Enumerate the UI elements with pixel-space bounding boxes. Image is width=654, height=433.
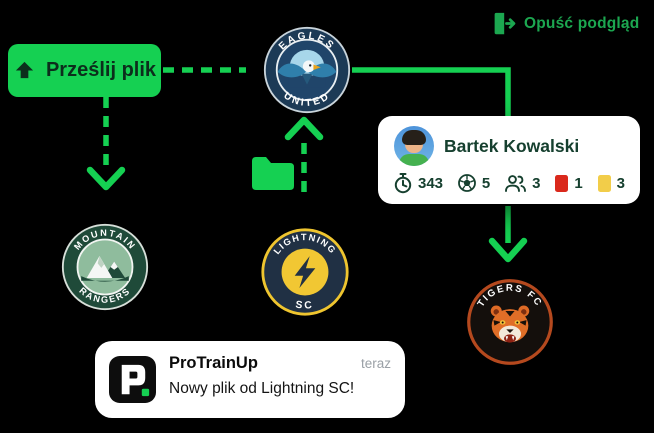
mountain-right-snowcap <box>110 261 118 270</box>
protrainup-app-icon <box>109 356 156 403</box>
mountain-rangers-badge: MOUNTAIN RANGERS <box>61 223 149 311</box>
player-stats-row: 343 5 <box>378 172 640 194</box>
stat-yellow-cards-value: 3 <box>616 174 625 192</box>
notification-timestamp: teraz <box>360 356 391 371</box>
arrowhead-down-left <box>86 166 126 191</box>
stat-red-cards-value: 1 <box>574 174 583 192</box>
eagle-eye <box>309 64 312 67</box>
notification-app-name: ProTrainUp <box>169 354 258 372</box>
player-avatar <box>394 126 434 166</box>
eagles-united-badge: EAGLES UNITED <box>263 26 351 114</box>
arrow-eagles-to-card <box>352 67 511 120</box>
stat-red-cards: 1 <box>554 174 583 193</box>
eagle-head <box>302 60 315 73</box>
stat-yellow-cards: 3 <box>597 174 625 193</box>
notification-toast[interactable]: ProTrainUp teraz Nowy plik od Lightning … <box>95 341 405 418</box>
lightning-bolt <box>294 256 316 288</box>
red-card-icon <box>555 174 569 192</box>
stat-goals: 5 <box>457 173 490 193</box>
leave-preview-label: Opuść podgląd <box>524 14 640 32</box>
player-name: Bartek Kowalski <box>444 136 580 156</box>
exit-door-icon <box>494 12 516 35</box>
stat-minutes: 343 <box>393 172 443 194</box>
players-icon <box>505 175 527 192</box>
soccer-ball-icon <box>458 174 476 192</box>
eagle-beak <box>313 64 321 70</box>
folder-icon <box>252 157 294 190</box>
tiger-nose <box>506 329 514 333</box>
lightning-sc-badge: LIGHTNING SC <box>261 228 349 316</box>
upload-file-label: Prześlij plik <box>45 59 157 81</box>
leave-preview-link[interactable]: Opuść podgląd <box>489 10 639 37</box>
stat-minutes-value: 343 <box>418 174 444 192</box>
arrowhead-up-center <box>284 116 324 141</box>
app-icon-green-dot <box>141 388 150 397</box>
player-card: Bartek Kowalski 343 <box>378 116 640 204</box>
mountain-main-peak <box>86 256 113 278</box>
eagle-left-wing <box>277 63 307 78</box>
eagle-tail <box>301 73 313 85</box>
tigers-fc-badge: TIGERS FC <box>467 279 553 365</box>
notification-text: ProTrainUp teraz Nowy plik od Lightning … <box>169 354 391 398</box>
upload-arrow-icon <box>15 61 34 79</box>
lightning-bottom-text: SC <box>295 300 313 312</box>
svg-text:SC: SC <box>295 300 316 312</box>
yellow-card-icon <box>597 174 611 192</box>
stat-assists-value: 3 <box>532 174 541 192</box>
upload-file-button[interactable]: Prześlij plik <box>8 44 161 97</box>
stopwatch-icon <box>394 173 412 194</box>
stat-goals-value: 5 <box>481 174 491 192</box>
arrowhead-down-right <box>488 237 528 263</box>
stat-assists: 3 <box>504 173 541 193</box>
mountain-ground <box>81 276 129 282</box>
mountain-shading <box>97 256 105 268</box>
tiger-mouth <box>504 334 516 343</box>
notification-message: Nowy plik od Lightning SC! <box>169 380 355 397</box>
